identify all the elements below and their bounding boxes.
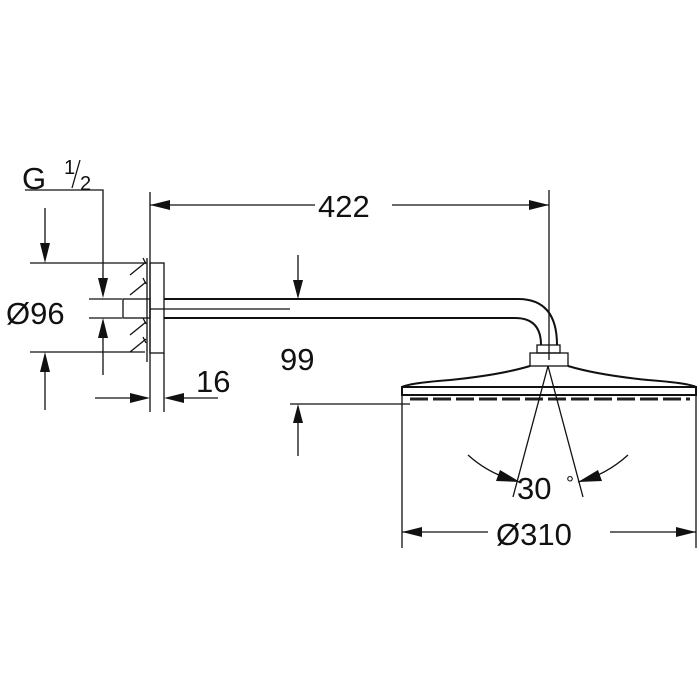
depth-arrow-right [164, 393, 184, 403]
drop-arrow-up [293, 404, 303, 423]
angle-arrow-right [578, 470, 602, 482]
wall-nipple [122, 298, 151, 319]
thread-denominator: 2 [80, 173, 91, 195]
depth-arrow-left [130, 393, 150, 403]
thread-leader [25, 189, 104, 285]
angle-arrow-left [496, 470, 520, 482]
head-diameter-label: Ø310 [496, 517, 572, 552]
drop-height-label: 99 [280, 342, 314, 377]
dim-arrow-down [40, 243, 50, 263]
wall-plate [149, 262, 165, 354]
dim-arrow-up [40, 352, 50, 372]
shower-arm-bottom [164, 317, 542, 346]
thread-arrow-up [98, 318, 108, 338]
spray-line-right [547, 365, 584, 498]
drop-arrow-down [293, 280, 303, 299]
plate-diameter-label: Ø96 [6, 296, 65, 331]
degree-symbol: ° [566, 473, 574, 495]
thread-letter: G [22, 161, 46, 196]
wall-hatching [129, 257, 147, 353]
head-diameter-arrow-right [676, 527, 696, 537]
shower-head [401, 344, 697, 401]
plate-depth-label: 16 [196, 364, 230, 399]
spray-angle-label: 30 [517, 471, 551, 506]
arm-length-arrow-right [529, 200, 549, 210]
arm-length-label: 422 [318, 189, 370, 224]
spray-line-left [512, 365, 549, 498]
thread-numerator: 1 [64, 157, 75, 179]
arm-length-arrow-left [150, 200, 170, 210]
head-diameter-arrow-left [402, 527, 422, 537]
shower-arm-top [164, 298, 558, 346]
thread-arrow [98, 278, 108, 298]
